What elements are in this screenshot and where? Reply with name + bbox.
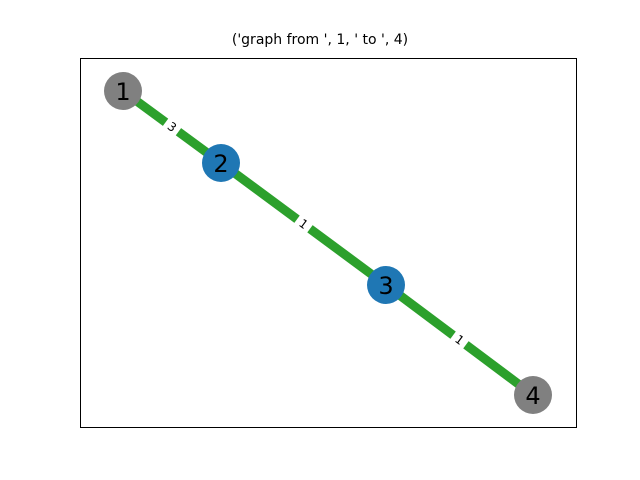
edge-label-background	[292, 212, 315, 236]
node-circle-4	[514, 376, 552, 414]
node-label-4: 4	[525, 382, 540, 410]
nodes-layer: 1 2 3 4	[104, 72, 552, 414]
node-label-2: 2	[213, 150, 228, 178]
node-circle-3	[367, 266, 405, 304]
node-2: 2	[202, 144, 240, 182]
edges-layer	[120, 87, 536, 399]
edge-label-2-3: 1	[292, 212, 315, 236]
node-label-1: 1	[115, 78, 130, 106]
edge-label-background	[448, 328, 471, 352]
node-1: 1	[104, 72, 142, 110]
node-label-3: 3	[378, 272, 393, 300]
node-4: 4	[514, 376, 552, 414]
node-circle-1	[104, 72, 142, 110]
edge-labels-layer: 3 1 1	[160, 115, 471, 352]
node-3: 3	[367, 266, 405, 304]
axes-frame	[80, 58, 577, 428]
graph-title: ('graph from ', 1, ' to ', 4)	[231, 32, 409, 48]
edge-label-1-2: 3	[160, 115, 184, 139]
edge-label-background	[160, 115, 184, 139]
edge-label-3-4: 1	[448, 328, 471, 352]
node-circle-2	[202, 144, 240, 182]
